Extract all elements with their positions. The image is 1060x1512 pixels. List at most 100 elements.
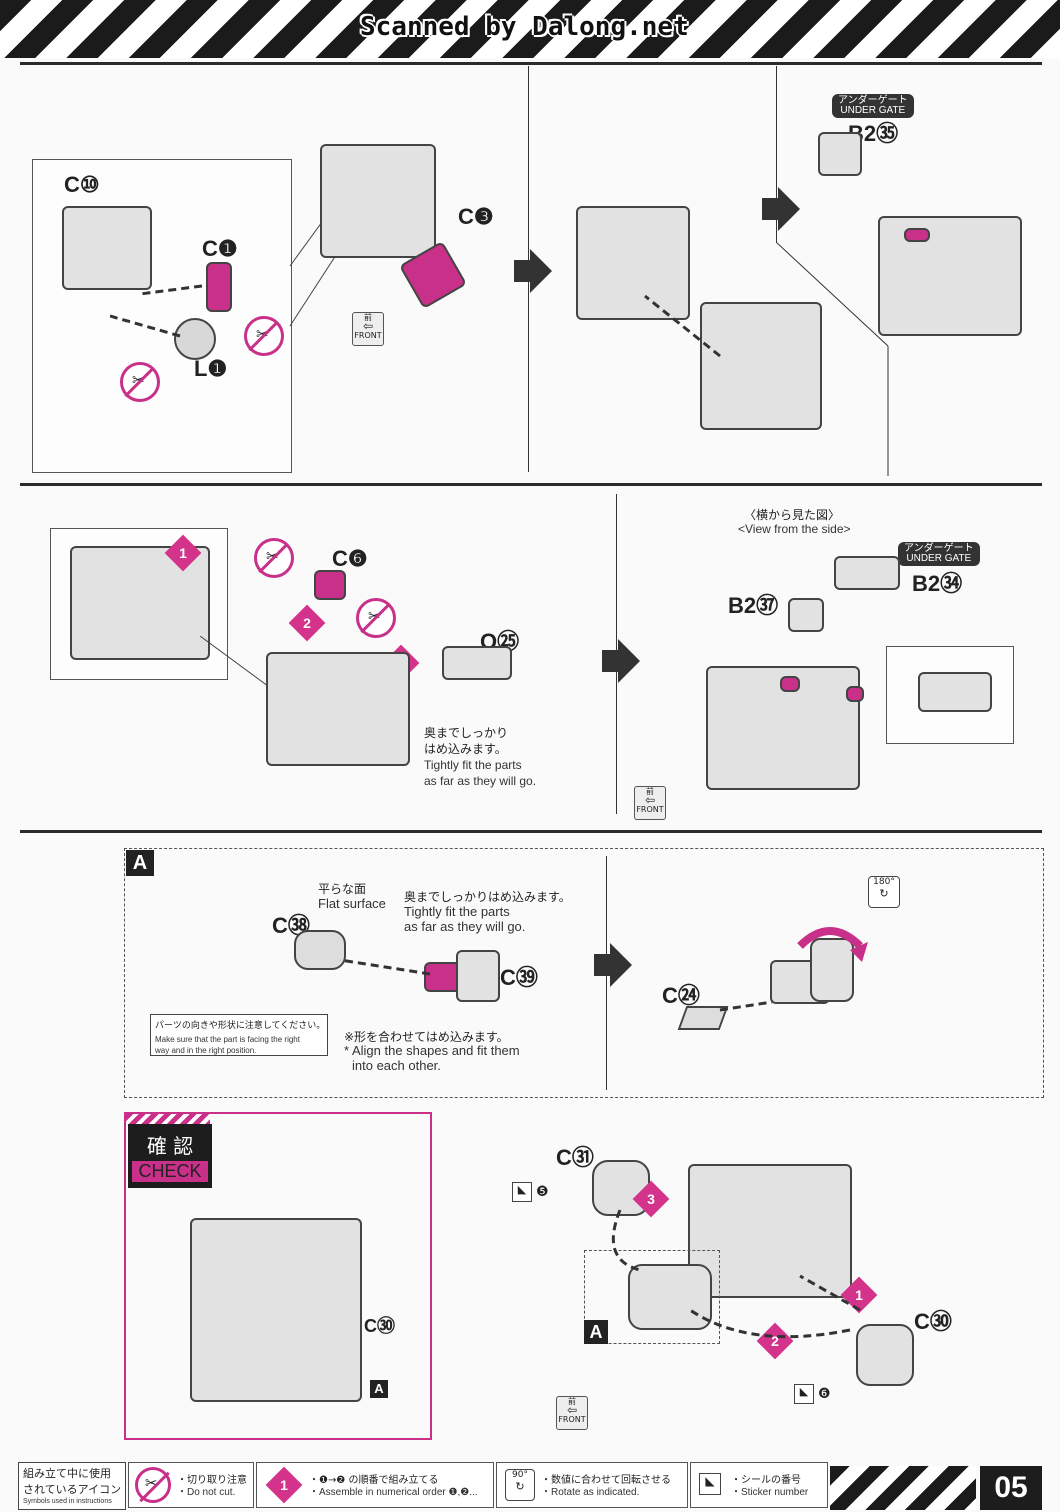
- part-label-c10: C⑩: [64, 172, 100, 197]
- rotate-arrow-glyph: ↻: [879, 887, 889, 900]
- check-stripe: [126, 1114, 210, 1124]
- fit-note-en-1: Tightly fit the parts: [424, 758, 522, 772]
- rotate-90-icon: 90° ↻: [505, 1469, 535, 1501]
- attachment-point-highlight: [904, 228, 930, 242]
- part-b2-34-drawing: [834, 556, 900, 590]
- fit-note-jp: 奥までしっかりはめ込みます。: [404, 890, 571, 904]
- part-c30-drawing: [856, 1324, 914, 1386]
- arrow-left-icon: ⇦: [566, 1403, 578, 1417]
- part-label-c6: C❻: [332, 546, 368, 571]
- part-c1-drawing: [206, 262, 232, 312]
- assembly-dashed-arrow: [719, 1000, 773, 1012]
- assembly-dashed-arrow: [339, 958, 431, 976]
- torso-part-drawing: [576, 206, 690, 320]
- legend-rotate-jp: ・数値に合わせて回転させる: [541, 1475, 671, 1486]
- hazard-stripe-header: [0, 0, 1060, 58]
- sticker-number-5: ❺: [536, 1184, 549, 1200]
- sticker-number-6: ❻: [818, 1386, 831, 1402]
- legend-order-jp: ・❶→❷ の順番で組み立てる: [309, 1475, 439, 1486]
- subassembly-a-drawing: [628, 1264, 712, 1330]
- step-arrow-box: [514, 260, 530, 282]
- assembly-dashed-arrows: [611, 1209, 861, 1339]
- legend-order: 1 ・❶→❷ の順番で組み立てる ・Assemble in numerical …: [256, 1462, 494, 1508]
- rotate-arrow-glyph: ↻: [515, 1480, 525, 1493]
- footer-hazard-stripe: [830, 1466, 976, 1510]
- section-divider-1: [20, 62, 1042, 65]
- check-assembled-drawing: [190, 1218, 362, 1402]
- step-arrow-box: [602, 650, 618, 672]
- front-indicator-icon: 前 ⇦ FRONT: [634, 786, 666, 820]
- legend-no-cut-en: ・Do not cut.: [177, 1487, 236, 1498]
- symbol-legend-footer: 組み立て中に使用 されているアイコン Symbols used in instr…: [0, 1458, 1060, 1512]
- check-badge: 確 認 CHECK: [128, 1124, 212, 1188]
- legend-title-jp-2: されているアイコン: [23, 1483, 122, 1496]
- legend-rotate-en: ・Rotate as indicated.: [541, 1487, 640, 1498]
- part-c39-drawing: [456, 950, 500, 1002]
- caution-jp: パーツの向きや形状に注意してください。: [155, 1021, 326, 1031]
- front-label-en: FRONT: [558, 1415, 586, 1424]
- step-number-2: 2: [288, 604, 326, 642]
- callout-leader-line: [200, 636, 277, 693]
- page-number: 05: [980, 1466, 1042, 1510]
- caution-en-2: way and in the right position.: [155, 1046, 257, 1055]
- under-gate-jp: アンダーゲート: [838, 95, 908, 106]
- section-divider-2: [20, 483, 1042, 486]
- subassembly-a-tag: A: [584, 1320, 608, 1344]
- under-gate-badge: アンダーゲート UNDER GATE: [832, 94, 914, 118]
- under-gate-jp: アンダーゲート: [904, 543, 974, 554]
- side-view-title-jp: 〈横から見た図〉: [744, 508, 841, 522]
- rotate-180-label: 180°: [873, 877, 895, 887]
- legend-no-cut: ✂ ・切り取り注意 ・Do not cut.: [128, 1462, 254, 1508]
- no-cut-icon: ✂: [135, 1467, 171, 1503]
- step-number-icon: 1: [265, 1466, 303, 1504]
- front-label-jp: 前: [646, 787, 654, 796]
- part-o25-drawing: [442, 646, 512, 680]
- side-view-title-en: <View from the side>: [738, 522, 851, 536]
- assembled-torso-drawing: [688, 1164, 852, 1298]
- waist-part-drawing: [700, 302, 822, 430]
- under-gate-en: UNDER GATE: [906, 553, 972, 564]
- part-label-b2-34: B2㉞: [912, 571, 963, 596]
- no-cut-icon: ✂: [120, 362, 160, 402]
- step-arrow-icon: [530, 249, 552, 293]
- part-c38-drawing: [294, 930, 346, 970]
- part-label-b2-37: B2㊲: [728, 593, 779, 618]
- no-cut-icon: ✂: [356, 598, 396, 638]
- section-2: 1 ✂ C❻ ✂ 2 3 O㉕ 奥までしっかり はめ込みます。 Tightly …: [0, 486, 1060, 826]
- rotate-90-label: 90°: [512, 1470, 528, 1480]
- assembly-dashed-arrow: [644, 294, 721, 358]
- part-b2-37-drawing: [788, 598, 824, 632]
- check-panel: [124, 1112, 432, 1440]
- section-divider-3: [20, 830, 1042, 833]
- step-arrow-icon: [778, 187, 800, 231]
- subassembly-a-callout: [584, 1250, 720, 1344]
- check-label-en: CHECK: [132, 1161, 208, 1182]
- attachment-point-highlight: [846, 686, 864, 702]
- sticker-icon: ◣: [512, 1182, 532, 1202]
- fit-note-jp-1: 奥までしっかり: [424, 726, 509, 740]
- fit-note-en-2: as far as they will go.: [404, 919, 526, 934]
- step-arrow-icon: [618, 639, 640, 683]
- check-label-jp: 確 認: [146, 1134, 194, 1158]
- assembled-torso-drawing: [878, 216, 1022, 336]
- under-gate-badge: アンダーゲート UNDER GATE: [898, 542, 980, 566]
- legend-sticker-jp: ・シールの番号: [731, 1475, 801, 1486]
- legend-no-cut-jp: ・切り取り注意: [177, 1475, 247, 1486]
- step-divider-diagonal: [776, 242, 889, 476]
- step-divider: [776, 66, 777, 242]
- torso-part-drawing: [320, 144, 436, 258]
- shape-note-en-2: into each other.: [352, 1058, 441, 1073]
- part-label-c31: C㉛: [556, 1145, 594, 1170]
- part-label-c30-check: C㉚: [364, 1316, 395, 1336]
- section-1: C⑩ C❶ L❶ C❸ ✂ ✂ 前 ⇦ FRONT アンダーゲート UNDER …: [0, 66, 1060, 486]
- flat-surface-en: Flat surface: [318, 896, 386, 911]
- chest-part-drawing: [62, 206, 152, 290]
- legend-sticker-en: ・Sticker number: [731, 1487, 809, 1498]
- rotate-180-icon: 180° ↻: [868, 876, 900, 908]
- ball-joint-l1-drawing: [174, 318, 216, 360]
- step-arrow-box: [762, 198, 778, 220]
- part-label-l1: L❶: [194, 356, 228, 381]
- part-b2-35-drawing: [818, 132, 862, 176]
- step-number-1: 1: [164, 534, 202, 572]
- caution-box: パーツの向きや形状に注意してください。 Make sure that the p…: [150, 1014, 328, 1056]
